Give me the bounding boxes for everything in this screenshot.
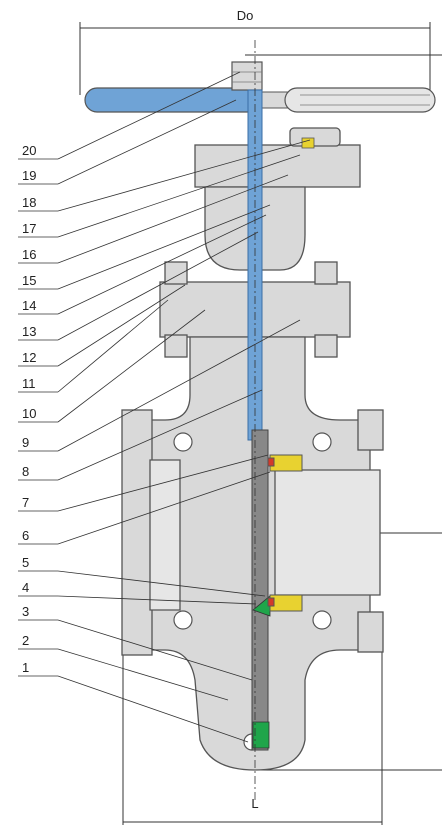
part-6-leader — [57, 471, 271, 545]
part-12-leader — [57, 284, 186, 367]
part-label-5: 5 — [22, 555, 29, 570]
part-10-leader — [57, 309, 206, 423]
part-14-leader — [57, 214, 267, 315]
part-7-leader — [57, 454, 269, 512]
part-11-leader — [57, 299, 169, 393]
part-label-11: 11 — [22, 376, 36, 391]
part-5-leader — [57, 570, 266, 597]
dimension-do-label: Do — [237, 8, 254, 23]
part-3-leader — [57, 619, 253, 681]
part-label-2: 2 — [22, 633, 29, 648]
part-label-1: 1 — [22, 660, 29, 675]
dimension-l-label: L — [251, 796, 258, 811]
part-label-3: 3 — [22, 604, 29, 619]
part-8-leader — [57, 389, 263, 481]
bonnet-grease-fitting — [301, 137, 315, 149]
part-4-leader — [57, 595, 257, 605]
part-label-19: 19 — [22, 168, 36, 183]
part-label-13: 13 — [22, 324, 36, 339]
part-18-leader — [57, 139, 311, 212]
part-1-leader — [57, 675, 249, 743]
part-label-14: 14 — [22, 298, 36, 313]
part-label-9: 9 — [22, 435, 29, 450]
part-9-leader — [57, 319, 301, 452]
part-label-12: 12 — [22, 350, 36, 365]
part-19-leader — [57, 99, 237, 185]
part-label-10: 10 — [22, 406, 36, 421]
part-label-18: 18 — [22, 195, 36, 210]
part-20-leader — [57, 71, 241, 160]
dimension-do — [79, 22, 442, 95]
part-15-leader — [57, 204, 271, 290]
part-label-20: 20 — [22, 143, 36, 158]
part-label-8: 8 — [22, 464, 29, 479]
handwheel — [84, 61, 436, 113]
part-label-16: 16 — [22, 247, 36, 262]
part-2-leader — [57, 648, 229, 701]
part-label-17: 17 — [22, 221, 36, 236]
part-16-leader — [57, 174, 289, 264]
part-label-4: 4 — [22, 580, 29, 595]
part-17-leader — [57, 154, 301, 238]
part-13-leader — [57, 231, 259, 341]
gate — [251, 429, 271, 751]
seats — [267, 454, 303, 612]
part-label-7: 7 — [22, 495, 29, 510]
part-label-15: 15 — [22, 273, 36, 288]
part-label-6: 6 — [22, 528, 29, 543]
